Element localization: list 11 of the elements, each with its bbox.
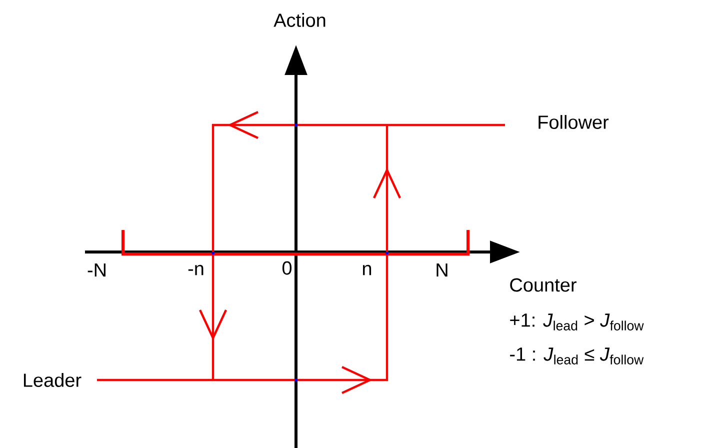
- legend-text: +1: J$_{lead}$ > J$_{follow}$: [510, 314, 644, 330]
- tick-label: -N: [88, 263, 106, 277]
- axis-label: Counter: [510, 278, 576, 292]
- tick-label: N: [436, 263, 448, 277]
- curve-label: Leader: [24, 373, 82, 387]
- curve-label: Follower: [538, 115, 609, 129]
- tick-label: 0: [282, 261, 292, 275]
- tick-label: n: [362, 264, 372, 276]
- legend-text: -1 : J$_{lead}$ ≤ J$_{follow}$: [510, 348, 644, 364]
- tick-label: -n: [188, 264, 204, 276]
- axis-label: Action: [274, 13, 326, 27]
